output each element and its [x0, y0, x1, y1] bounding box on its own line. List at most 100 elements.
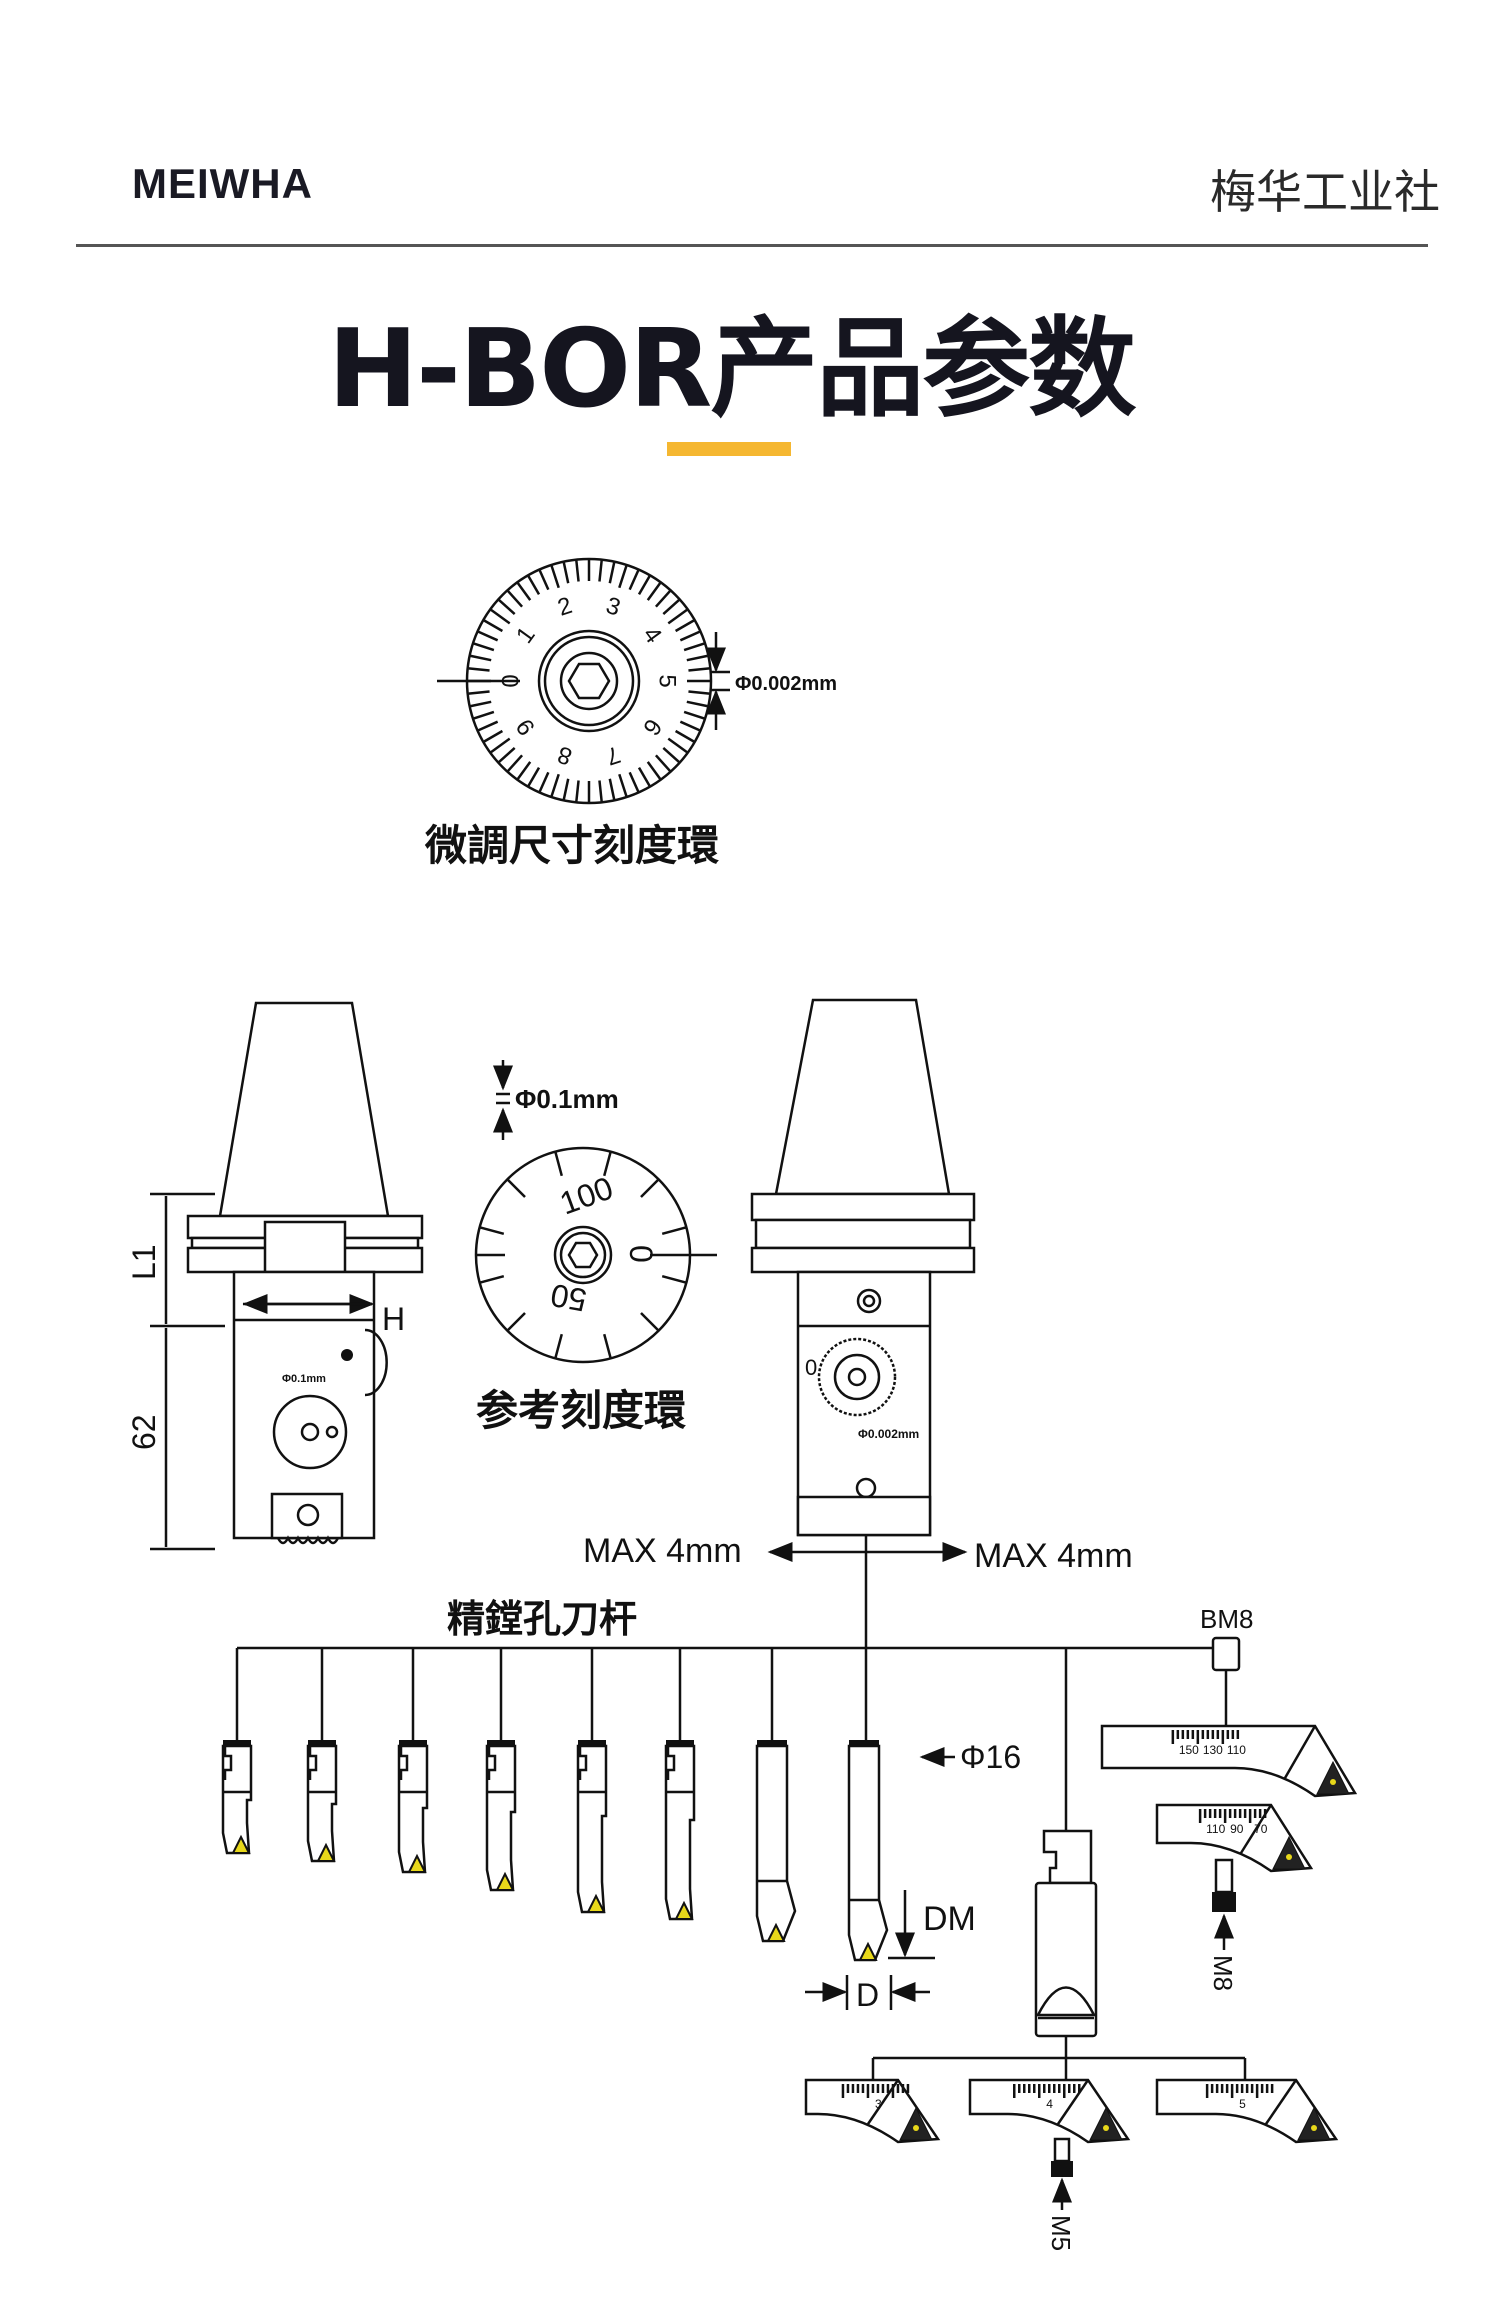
- dial-tick: [662, 599, 680, 616]
- dial-tick: [618, 773, 628, 797]
- dial-tick: [538, 771, 550, 793]
- dial-tick: [477, 720, 499, 732]
- dial-tick: [483, 729, 504, 743]
- dial-tick: [468, 667, 490, 672]
- dial-tick: [679, 630, 701, 642]
- dim-l1-label: L1: [126, 1244, 162, 1280]
- dial-tick: [507, 590, 524, 608]
- dial-tick: [662, 746, 680, 763]
- dial-tick: [550, 565, 560, 589]
- dial-tick: [637, 766, 651, 787]
- cartridge-scale-label: 5: [1239, 2097, 1246, 2111]
- brand-logo-text: MEIWHA: [132, 160, 313, 207]
- dial-tick: [654, 754, 671, 772]
- boring-bar: [306, 1648, 338, 1863]
- dial-tick: [490, 737, 511, 754]
- reference-dial-resolution: Φ0.1mm: [515, 1084, 619, 1114]
- dial-tick: [483, 619, 504, 633]
- dial-tick: [667, 608, 688, 625]
- dial-tick: [640, 1179, 659, 1198]
- insert-icon: [407, 1853, 427, 1873]
- dial-tick: [554, 1333, 563, 1358]
- insert-icon: [899, 2106, 933, 2141]
- bm8-connector: [1211, 1636, 1241, 1672]
- insert-icon: [1297, 2106, 1331, 2141]
- insert-icon: [858, 1941, 878, 1961]
- dial-tick: [598, 560, 603, 582]
- reference-dial-ticks: [477, 1152, 686, 1358]
- dm-label: DM: [923, 1900, 976, 1938]
- dial-tick: [679, 720, 701, 732]
- cartridge-scale-label: 3: [875, 2097, 882, 2111]
- insert-icon: [231, 1834, 251, 1854]
- dial-number: 8: [554, 740, 575, 770]
- boring-bars-group: 精鏜孔刀杆 Φ16 DM D: [221, 1597, 1213, 2013]
- dial-tick: [575, 780, 580, 802]
- dial-tick: [608, 778, 616, 800]
- mini-dial-zero: 0: [805, 1355, 817, 1380]
- dial-tick: [686, 654, 708, 662]
- insert-icon: [1316, 1760, 1350, 1795]
- fine-dial-caption: 微調尺寸刻度環: [424, 821, 719, 870]
- cartridge-scale-label: 110: [1206, 1822, 1225, 1836]
- boring-bar: [485, 1648, 517, 1892]
- dial-tick: [637, 575, 651, 596]
- insert-icon: [1272, 1835, 1306, 1870]
- dial-tick: [598, 780, 603, 802]
- dial-number: 5: [654, 674, 681, 687]
- dial-tick: [628, 569, 640, 591]
- dial-tick: [674, 729, 695, 743]
- dial-number: 2: [554, 592, 575, 622]
- dial-tick: [603, 1333, 612, 1358]
- dial-number: 4: [637, 622, 667, 649]
- dial-tick: [480, 1226, 505, 1235]
- fine-dial-resolution: Φ0.002mm: [735, 673, 837, 695]
- boring-bar: [755, 1648, 797, 1943]
- reference-dial-number: 50: [548, 1277, 589, 1319]
- boring-bar: [847, 1740, 889, 1962]
- dial-tick: [628, 771, 640, 793]
- cartridge-scale-label: 110: [1227, 1743, 1246, 1757]
- max-travel-right: MAX 4mm: [974, 1537, 1133, 1575]
- bm8-label: BM8: [1200, 1604, 1253, 1634]
- dial-tick: [477, 630, 499, 642]
- dial-tick: [470, 654, 492, 662]
- shank-diameter-label: Φ16: [960, 1739, 1021, 1775]
- hex-socket-icon: [567, 1241, 599, 1269]
- dial-tick: [498, 746, 516, 763]
- dial-tick: [575, 560, 580, 582]
- dial-tick: [468, 690, 490, 695]
- dial-tick: [661, 1275, 686, 1284]
- insert-icon: [1089, 2106, 1123, 2141]
- reference-dial-number: 100: [555, 1169, 617, 1221]
- mini-dial-resolution: Φ0.002mm: [858, 1427, 919, 1441]
- dial-tick: [646, 582, 662, 601]
- cartridge-scale-label: 90: [1230, 1822, 1244, 1836]
- dial-tick: [661, 1226, 686, 1235]
- boring-bars-label: 精鏜孔刀杆: [447, 1597, 637, 1641]
- dial-tick: [608, 562, 616, 584]
- dial-tick: [686, 700, 708, 708]
- dial-tick: [646, 761, 662, 780]
- dial-tick: [473, 642, 495, 652]
- page-title: H-BOR产品参数: [327, 307, 1137, 432]
- title-accent-bar: [667, 442, 791, 456]
- insert-icon: [674, 1900, 694, 1920]
- hex-socket-icon: [567, 662, 611, 700]
- dial-tick: [470, 700, 492, 708]
- dial-tick: [507, 1312, 526, 1331]
- insert-icon: [495, 1871, 515, 1891]
- dial-tick: [688, 690, 710, 695]
- dial-tick: [490, 608, 511, 625]
- dial-tick: [688, 667, 710, 672]
- dial-tick: [683, 642, 705, 652]
- dial-tick: [527, 766, 541, 787]
- cartridge: 3: [804, 2078, 941, 2144]
- reference-dial: 100 0 50 Φ0.1mm 参考刻度環: [474, 1060, 717, 1435]
- dial-number: 9: [511, 714, 541, 741]
- insert-icon: [316, 1842, 336, 1862]
